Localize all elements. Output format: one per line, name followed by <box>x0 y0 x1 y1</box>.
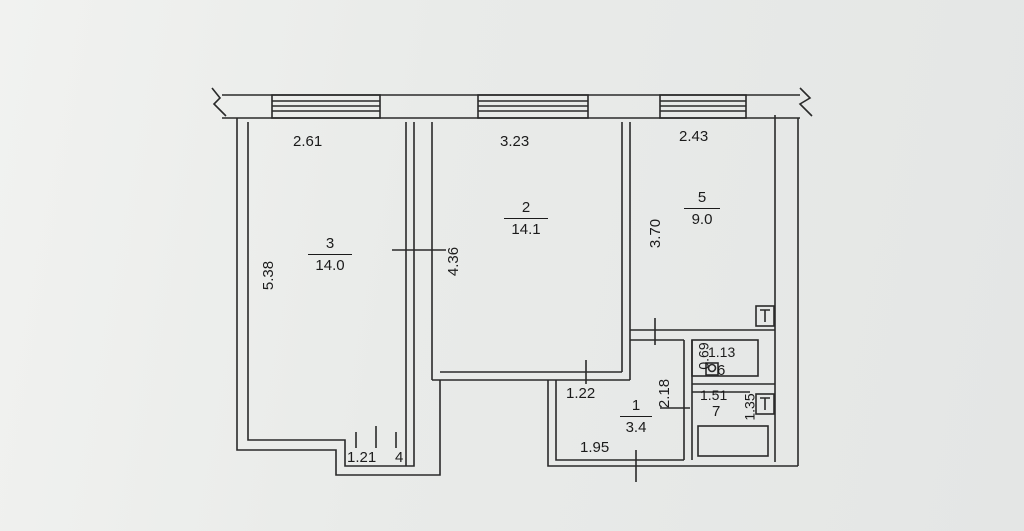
outer-wall-right <box>774 115 799 466</box>
room-2-label: 2 14.1 <box>504 200 548 237</box>
room5-bottom <box>630 329 775 341</box>
dim-bath-width: 1.13 <box>708 344 736 360</box>
dim-wc-width: 1.51 <box>700 387 728 403</box>
dim-balcony-width: 1.21 <box>347 449 377 466</box>
hall-walls <box>547 380 798 467</box>
dim-hall-bottom: 1.95 <box>580 439 610 456</box>
dim-bath-length: 0.69 <box>695 342 712 370</box>
bath-block <box>683 340 693 460</box>
window-2 <box>477 94 589 119</box>
room-2-number: 2 <box>521 199 531 216</box>
dim-room3-length: 5.38 <box>260 260 278 291</box>
dim-room2-width: 3.23 <box>500 133 530 150</box>
room-4-number: 4 <box>395 449 404 466</box>
room-3-area: 14.0 <box>308 254 352 273</box>
room-5-area: 9.0 <box>684 208 720 227</box>
break-right <box>798 87 813 117</box>
window-1 <box>271 94 381 119</box>
room-2-area: 14.1 <box>504 218 548 237</box>
partition-3-2 <box>405 122 433 466</box>
inner-wall-left <box>247 122 415 467</box>
room2-bottom <box>432 371 630 381</box>
room-5-number: 5 <box>697 189 707 206</box>
window-3 <box>659 94 747 119</box>
dim-room5-length: 3.70 <box>647 218 665 249</box>
dim-room3-width: 2.61 <box>293 133 323 150</box>
dim-room2-length: 4.36 <box>445 246 463 277</box>
dim-hall-width: 1.22 <box>566 385 596 402</box>
room-1-number: 1 <box>631 397 641 414</box>
break-left <box>211 87 227 117</box>
dim-wc-length: 1.35 <box>741 393 758 421</box>
room-6-number: 6 <box>717 362 726 379</box>
partition-2-5 <box>621 122 631 380</box>
dim-hall-length: 2.18 <box>656 378 674 409</box>
room-1-area: 3.4 <box>620 416 652 435</box>
room-3-label: 3 14.0 <box>308 236 352 273</box>
dim-room5-width: 2.43 <box>679 128 709 145</box>
room-3-number: 3 <box>325 235 335 252</box>
outer-wall-left <box>236 118 441 476</box>
room-1-label: 1 3.4 <box>620 398 652 435</box>
room-7-number: 7 <box>712 403 721 420</box>
room-5-label: 5 9.0 <box>684 190 720 227</box>
